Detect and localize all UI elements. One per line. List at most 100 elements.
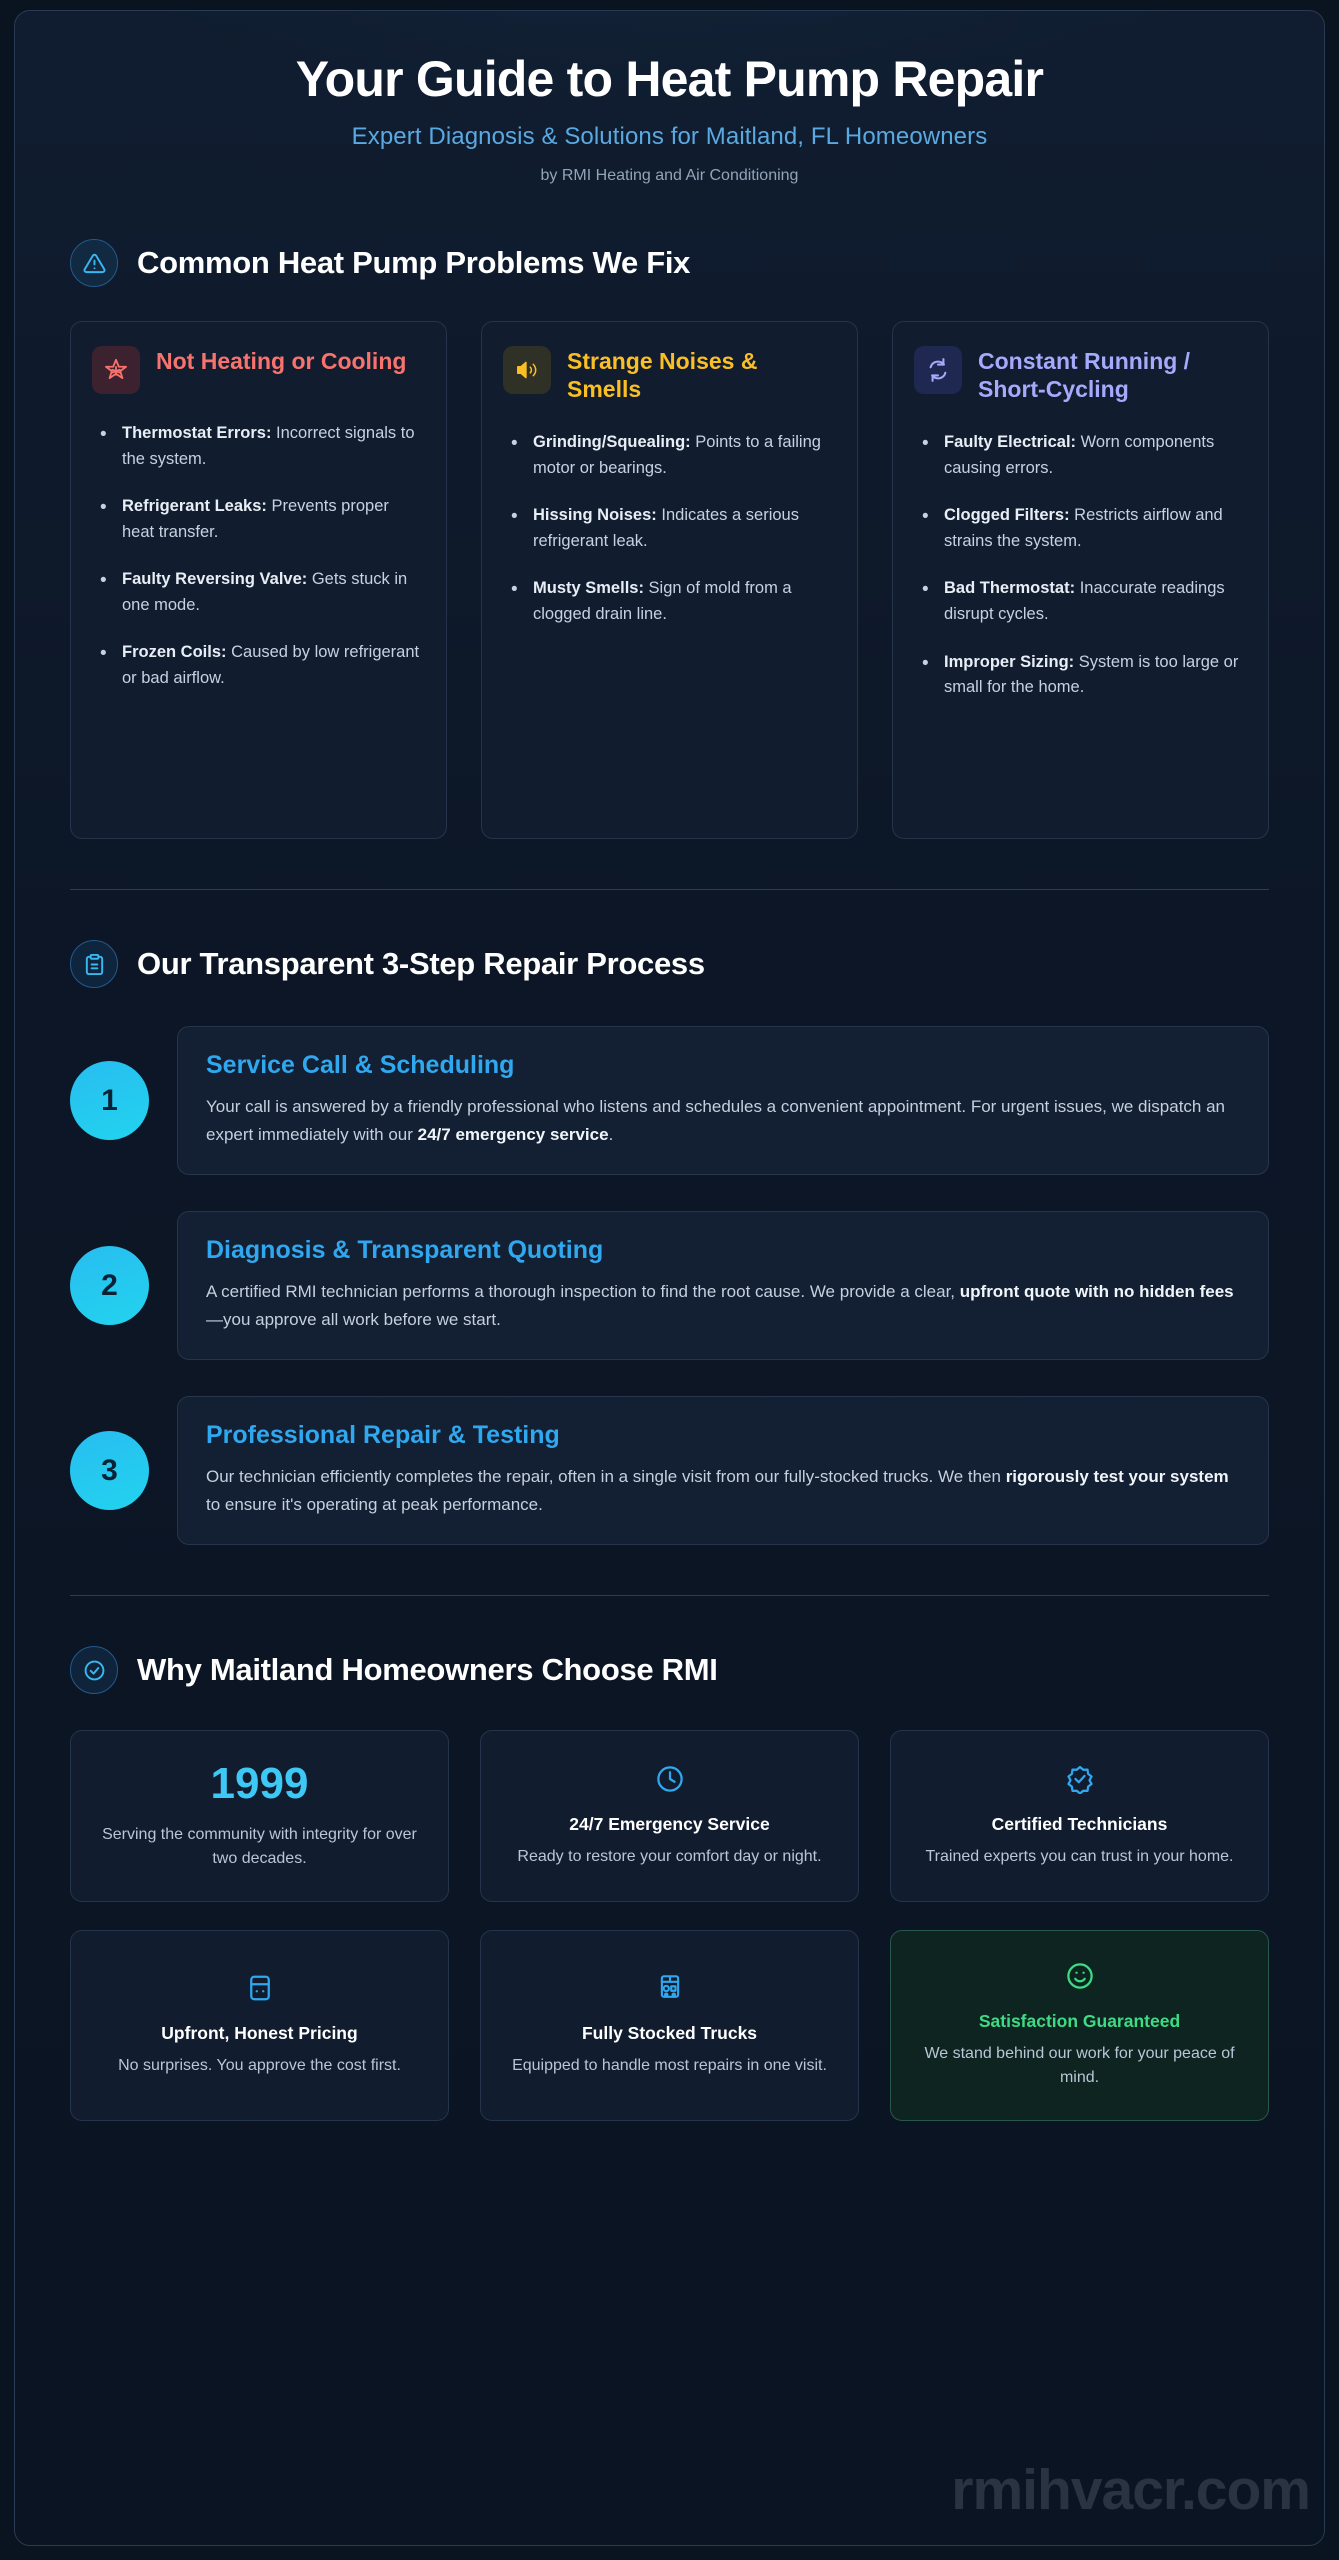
why-card: 1999 Serving the community with integrit… — [70, 1730, 449, 1903]
volume-sound-icon — [503, 346, 551, 394]
truck-icon — [655, 1973, 685, 2007]
list-item-desc: Worn components causing errors. — [944, 433, 1215, 477]
step-body: Service Call & Scheduling Your call is a… — [177, 1026, 1269, 1176]
why-card-title: Satisfaction Guaranteed — [978, 2011, 1181, 2032]
why-card-desc: Trained experts you can trust in your ho… — [925, 1847, 1234, 1865]
why-card-desc: Serving the community with integrity for… — [102, 1825, 417, 1867]
process-heading: Our Transparent 3-Step Repair Process — [137, 946, 705, 981]
step-number: 1 — [70, 1061, 149, 1141]
step-title: Service Call & Scheduling — [206, 1051, 515, 1079]
list-item-desc: Points to a failing motor or bearings. — [533, 433, 821, 477]
list-item-term: Musty Smells: — [533, 579, 644, 598]
problem-card-list: Thermostat Errors: Incorrect signals to … — [92, 420, 425, 692]
process-step: 2 Diagnosis & Transparent Quoting A cert… — [70, 1211, 1269, 1361]
why-card: Satisfaction Guaranteed We stand behind … — [890, 1930, 1269, 2122]
clock-icon — [655, 1764, 685, 1798]
list-item-term: Hissing Noises: — [533, 506, 657, 525]
list-item-desc: Incorrect signals to the system. — [122, 424, 415, 468]
why-card-title: Upfront, Honest Pricing — [161, 2023, 358, 2044]
why-heading: Why Maitland Homeowners Choose RMI — [137, 1652, 718, 1688]
problems-heading: Common Heat Pump Problems We Fix — [137, 245, 691, 280]
list-item-desc: System is too large or small for the hom… — [944, 652, 1239, 697]
list-item-term: Thermostat Errors: — [122, 424, 272, 442]
watermark: rmihvacr.com — [951, 2458, 1311, 2522]
problem-card-title: Constant Running / Short-Cycling — [978, 348, 1191, 402]
snowflake-star-icon — [92, 346, 140, 394]
step-text-after: . — [608, 1124, 614, 1144]
list-item-desc: Restricts airflow and strains the system… — [944, 506, 1223, 550]
list-item: Faulty Reversing Valve: Gets stuck in on… — [92, 566, 425, 618]
list-item: Clogged Filters: Restricts airflow and s… — [914, 502, 1247, 554]
page-title: Your Guide to Heat Pump Repair — [295, 51, 1044, 107]
section-divider — [70, 889, 1269, 890]
list-item-desc: Sign of mold from a clogged drain line. — [533, 579, 792, 623]
step-title: Diagnosis & Transparent Quoting — [206, 1236, 604, 1265]
step-text-before: Your call is answered by a friendly prof… — [206, 1097, 1226, 1144]
step-text-after: —you approve all work before we start. — [206, 1309, 501, 1329]
list-item-desc: Indicates a serious refrigerant leak. — [533, 506, 799, 550]
step-text: Your call is answered by a friendly prof… — [206, 1093, 1240, 1148]
list-item: Grinding/Squealing: Points to a failing … — [503, 429, 836, 481]
step-text-bold: rigorously test your system — [1005, 1467, 1229, 1487]
why-cards-row-2: Upfront, Honest Pricing No surprises. Yo… — [15, 1930, 1324, 2122]
step-text: Our technician efficiently completes the… — [206, 1463, 1240, 1518]
clipboard-icon — [70, 940, 118, 988]
step-number: 3 — [70, 1431, 149, 1511]
check-circle-icon — [70, 1646, 118, 1695]
list-item-desc: Caused by low refrigerant or bad airflow… — [122, 643, 420, 687]
problem-card: Not Heating or Cooling Thermostat Errors… — [70, 321, 447, 839]
list-item: Frozen Coils: Caused by low refrigerant … — [92, 639, 425, 691]
list-item: Hissing Noises: Indicates a serious refr… — [503, 502, 836, 554]
why-cards-row-1: 1999 Serving the community with integrit… — [15, 1730, 1324, 1903]
step-text-bold: upfront quote with no hidden fees — [959, 1282, 1234, 1302]
alert-triangle-icon — [70, 239, 118, 287]
why-card: Fully Stocked Trucks Equipped to handle … — [480, 1930, 859, 2122]
why-card: Certified Technicians Trained experts yo… — [890, 1730, 1269, 1903]
hero-section: Your Guide to Heat Pump Repair Expert Di… — [15, 11, 1324, 191]
problem-card-header: Constant Running / Short-Cycling — [914, 346, 1247, 403]
founded-year: 1999 — [210, 1758, 309, 1808]
list-item-desc: Prevents proper heat transfer. — [122, 497, 389, 541]
process-steps: 1 Service Call & Scheduling Your call is… — [15, 1026, 1324, 1546]
list-item-term: Clogged Filters: — [944, 506, 1070, 525]
why-card-title: Certified Technicians — [991, 1813, 1168, 1834]
process-section-header: Our Transparent 3-Step Repair Process — [15, 940, 1324, 988]
list-item-desc: Gets stuck in one mode. — [122, 570, 408, 614]
refresh-cycle-icon — [914, 346, 962, 394]
why-card-desc: Equipped to handle most repairs in one v… — [512, 2057, 827, 2075]
problem-card-header: Strange Noises & Smells — [503, 346, 836, 403]
list-item: Improper Sizing: System is too large or … — [914, 649, 1247, 701]
list-item-desc: Inaccurate readings disrupt cycles. — [944, 579, 1225, 623]
step-body: Diagnosis & Transparent Quoting A certif… — [177, 1211, 1269, 1361]
step-text-before: Our technician efficiently completes the… — [206, 1467, 1006, 1487]
section-divider — [70, 1595, 1269, 1597]
problem-card-title: Not Heating or Cooling — [156, 348, 407, 374]
list-item-term: Faulty Reversing Valve: — [122, 570, 308, 589]
infographic-canvas: Your Guide to Heat Pump Repair Expert Di… — [14, 10, 1325, 2546]
list-item-term: Refrigerant Leaks: — [122, 497, 267, 516]
problem-card-list: Faulty Electrical: Worn components causi… — [914, 429, 1247, 701]
problem-cards-grid: Not Heating or Cooling Thermostat Errors… — [15, 321, 1324, 839]
step-text-bold: 24/7 emergency service — [417, 1124, 609, 1144]
why-card: Upfront, Honest Pricing No surprises. Yo… — [70, 1930, 449, 2122]
list-item-term: Bad Thermostat: — [944, 579, 1076, 598]
why-card-title: 24/7 Emergency Service — [569, 1813, 770, 1834]
problems-section-header: Common Heat Pump Problems We Fix — [15, 239, 1324, 287]
list-item-term: Frozen Coils: — [122, 643, 227, 662]
why-card-title: Fully Stocked Trucks — [581, 2023, 758, 2044]
credit-card-icon — [245, 1973, 275, 2007]
why-card-desc: We stand behind our work for your peace … — [924, 2045, 1235, 2087]
why-card-desc: No surprises. You approve the cost first… — [118, 2057, 401, 2075]
problem-card: Strange Noises & Smells Grinding/Squeali… — [481, 321, 858, 839]
step-text-after: to ensure it's operating at peak perform… — [206, 1494, 543, 1514]
why-card: 24/7 Emergency Service Ready to restore … — [480, 1730, 859, 1903]
process-step: 3 Professional Repair & Testing Our tech… — [70, 1396, 1269, 1546]
problem-card-title: Strange Noises & Smells — [567, 348, 758, 402]
list-item-term: Faulty Electrical: — [944, 433, 1077, 452]
problem-card-header: Not Heating or Cooling — [92, 346, 425, 394]
badge-check-icon — [1065, 1764, 1095, 1798]
step-title: Professional Repair & Testing — [206, 1421, 560, 1450]
hero-subtitle: Expert Diagnosis & Solutions for Maitlan… — [351, 123, 988, 150]
why-section-header: Why Maitland Homeowners Choose RMI — [15, 1646, 1324, 1695]
